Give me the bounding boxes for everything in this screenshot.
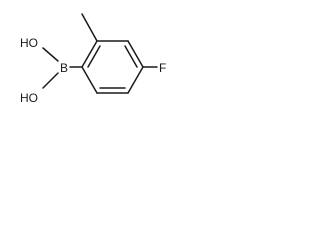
hydroxyl-bottom-label: HO: [20, 91, 38, 105]
ring-bond-c4-c5: [127, 66, 144, 94]
hydroxyl-top-label: HO: [20, 36, 38, 50]
boron-hydroxyl-bottom-bond: [42, 72, 59, 89]
methyl-bond: [81, 13, 98, 42]
ring-double-bond-c1-c2: [87, 45, 101, 68]
chemical-structure: B HO HO F: [20, 13, 166, 105]
ring-bond-c6-c1: [81, 66, 98, 94]
ring-bond-c3-c4: [127, 40, 144, 68]
boron-label: B: [60, 61, 68, 75]
boron-hydroxyl-top-bond: [42, 47, 59, 62]
benzene-ring: [81, 40, 144, 94]
fluorine-label: F: [159, 61, 166, 75]
ring-double-bond-c3-c4: [124, 45, 138, 68]
ring-bond-c1-c2: [81, 40, 98, 68]
